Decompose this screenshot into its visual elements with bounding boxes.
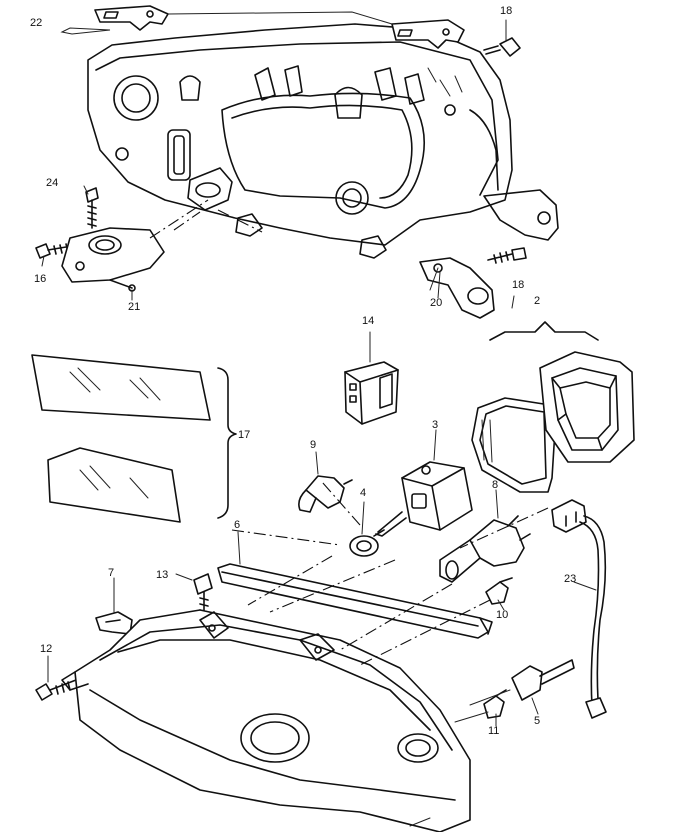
connector-14 <box>344 361 399 425</box>
callout-9: 9 <box>310 439 316 451</box>
callout-12: 12 <box>40 643 52 655</box>
mounting-bracket-22-left <box>94 5 169 31</box>
callout-21: 21 <box>128 301 140 313</box>
bulb-10 <box>485 577 513 605</box>
headlamp-housing-rear <box>87 23 559 259</box>
callout-23: 23 <box>564 573 576 585</box>
callout-3: 3 <box>432 419 438 431</box>
mounting-bracket-20 <box>419 257 495 319</box>
bulb-8 <box>439 515 531 583</box>
screw-18-right <box>487 247 527 264</box>
screw-24 <box>85 187 99 229</box>
callout-6: 6 <box>234 519 240 531</box>
callout-8: 8 <box>492 479 498 491</box>
mounting-bracket-22-right <box>391 19 465 49</box>
callout-24: 24 <box>46 177 58 189</box>
wiring-harness-23 <box>551 499 607 719</box>
rear-cover-frame <box>539 351 635 463</box>
callout-4: 4 <box>360 487 366 499</box>
callout-16: 16 <box>34 273 46 285</box>
headlamp-front-assembly <box>61 609 471 832</box>
bulb-5 <box>511 659 575 701</box>
callout-20: 20 <box>430 297 442 309</box>
callout-11: 11 <box>488 725 499 737</box>
bulb-9 <box>298 475 353 513</box>
callout-14: 14 <box>362 315 374 327</box>
lens-glass-17-lower <box>47 447 181 523</box>
screw-18-top <box>483 37 521 57</box>
adjuster-motor-3 <box>375 461 473 537</box>
callout-10: 10 <box>496 609 508 621</box>
callout-7: 7 <box>108 567 114 579</box>
grommet-4 <box>349 529 385 557</box>
mounting-bracket-21 <box>61 227 165 292</box>
clip-7 <box>95 611 133 635</box>
lens-glass-17-upper <box>31 354 211 421</box>
callout-18-right: 18 <box>512 279 524 291</box>
screw-16 <box>35 243 73 259</box>
rear-seal-ring <box>471 397 556 493</box>
screw-13 <box>193 573 213 619</box>
callout-2: 2 <box>534 295 540 307</box>
callout-18-top: 18 <box>500 5 512 17</box>
bulb-11 <box>483 689 507 719</box>
callout-5: 5 <box>534 715 540 727</box>
screw-12 <box>35 679 77 701</box>
callout-17: 17 <box>238 429 250 441</box>
callout-13: 13 <box>156 569 168 581</box>
callout-22: 22 <box>30 17 42 29</box>
